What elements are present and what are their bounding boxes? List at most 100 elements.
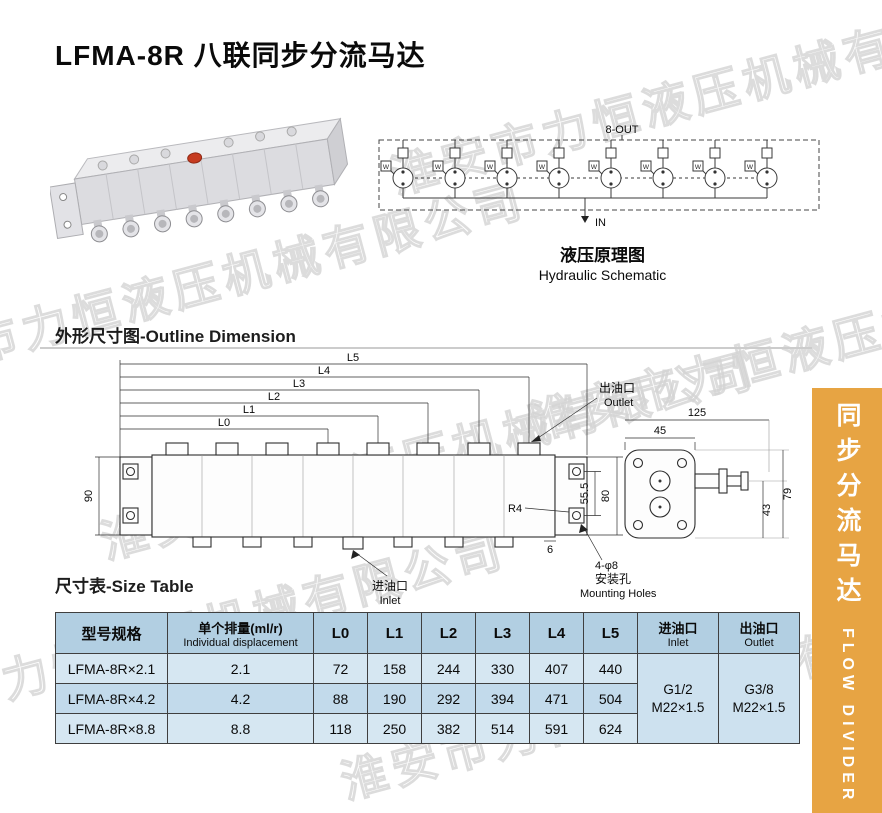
dim-l4-label: L4	[318, 365, 330, 377]
dim-55-5-label: 55.5	[579, 483, 591, 504]
schematic-out-label: 8-OUT	[606, 124, 639, 136]
dim-r4-label: R4	[508, 503, 522, 515]
l0-cell: 118	[313, 713, 368, 744]
dim-l2-label: L2	[268, 391, 280, 403]
col-header-l2: L2	[421, 612, 476, 654]
l2-cell: 292	[421, 683, 476, 714]
length-dimensions: L5 L4 L3 L2 L1 L0	[119, 352, 588, 457]
outlet-nut: M22×1.5	[732, 699, 786, 715]
outlet-label-cn: 出油口	[599, 381, 635, 395]
motor-unit: W	[536, 140, 570, 198]
dim-6-label: 6	[547, 544, 553, 556]
motor-unit: W	[744, 140, 778, 198]
hydraulic-schematic: 8-OUT W W W W	[378, 124, 820, 229]
height-dimension: 90	[83, 456, 120, 536]
outlet-label-en: Outlet	[604, 397, 633, 409]
size-table: 型号规格 单个排量(ml/r) Individual displacement …	[55, 612, 800, 744]
l3-cell: 514	[475, 713, 530, 744]
table-row: LFMA-8R×2.1 2.1 72 158 244 330 407 440 G…	[55, 653, 800, 744]
drain-label: W	[435, 164, 442, 171]
side-view: 45 125 43 79	[624, 407, 794, 539]
mounting-spec-label: 4-φ8	[595, 560, 618, 572]
mounting-label-en: Mounting Holes	[580, 588, 657, 600]
drain-label: W	[487, 164, 494, 171]
l2-cell: 382	[421, 713, 476, 744]
dim-l1-label: L1	[243, 404, 255, 416]
mounting-label-cn: 安装孔	[595, 571, 631, 586]
col-header-inlet: 进油口 Inlet	[637, 612, 719, 654]
inlet-label-cn: 进油口	[372, 579, 408, 593]
sidebar-text-cn: 同步分流马达	[833, 402, 861, 612]
size-table-heading: 尺寸表-Size Table	[55, 577, 194, 596]
motor-unit: W	[380, 140, 414, 198]
dim-90-label: 90	[83, 490, 95, 502]
l1-cell: 158	[367, 653, 422, 684]
drain-label: W	[539, 164, 546, 171]
dim-l0-label: L0	[218, 417, 230, 429]
outline-dimension-drawing: L5 L4 L3 L2 L1 L0	[83, 352, 794, 607]
inlet-callout: 进油口 Inlet	[351, 550, 408, 607]
red-cap	[187, 152, 203, 164]
l2-cell: 244	[421, 653, 476, 684]
col-header-displacement: 单个排量(ml/r) Individual displacement	[167, 612, 314, 654]
outlet-header-en: Outlet	[744, 636, 774, 649]
l0-cell: 88	[313, 683, 368, 714]
inlet-header-en: Inlet	[667, 636, 689, 649]
col-header-l5: L5	[583, 612, 638, 654]
schematic-in-label: IN	[595, 217, 606, 229]
col-header-model: 型号规格	[55, 612, 168, 654]
dim-79-label: 79	[782, 488, 794, 500]
col-header-l4: L4	[529, 612, 584, 654]
l5-cell: 504	[583, 683, 638, 714]
motor-unit: W	[640, 140, 674, 198]
l4-cell: 407	[529, 653, 584, 684]
manifold-body-illustration	[50, 117, 349, 243]
dim-l3-label: L3	[293, 378, 305, 390]
dim-80-label: 80	[600, 490, 612, 502]
sidebar-text-en: FLOW DIVIDER	[839, 628, 856, 805]
inlet-label-en: Inlet	[380, 595, 401, 607]
dim-43-label: 43	[761, 504, 773, 516]
sidebar-banner: 同步分流马达 FLOW DIVIDER	[812, 388, 882, 813]
displacement-cell: 4.2	[167, 683, 314, 714]
motor-unit: W	[588, 140, 622, 198]
model-cell: LFMA-8R×2.1	[55, 653, 168, 684]
l0-cell: 72	[313, 653, 368, 684]
model-cell: LFMA-8R×8.8	[55, 713, 168, 744]
motor-unit: W	[484, 140, 518, 198]
displacement-cell: 2.1	[167, 653, 314, 684]
page-title: LFMA-8R 八联同步分流马达	[55, 40, 426, 71]
l3-cell: 394	[475, 683, 530, 714]
l1-cell: 250	[367, 713, 422, 744]
outlet-fittings	[90, 184, 330, 243]
l5-cell: 624	[583, 713, 638, 744]
front-view	[119, 442, 588, 550]
outlet-callout: 出油口 Outlet	[531, 381, 635, 442]
table-header-row: 型号规格 单个排量(ml/r) Individual displacement …	[55, 612, 800, 654]
motor-unit: W	[692, 140, 726, 198]
l1-cell: 190	[367, 683, 422, 714]
col-header-outlet: 出油口 Outlet	[718, 612, 800, 654]
l3-cell: 330	[475, 653, 530, 684]
displacement-header-en: Individual displacement	[183, 636, 298, 649]
mounting-holes-callout: 4-φ8 安装孔 Mounting Holes	[579, 524, 657, 600]
section-divider	[40, 347, 812, 349]
schematic-border	[378, 139, 820, 211]
schematic-caption: 液压原理图 Hydraulic Schematic	[470, 241, 735, 283]
inlet-header-cn: 进油口	[658, 620, 698, 636]
model-cell: LFMA-8R×4.2	[55, 683, 168, 714]
drain-label: W	[643, 164, 650, 171]
l4-cell: 471	[529, 683, 584, 714]
drain-label: W	[383, 164, 390, 171]
inlet-port	[342, 536, 364, 550]
inlet-nut: M22×1.5	[651, 699, 705, 715]
outlet-value-cell: G3/8 M22×1.5	[718, 653, 800, 744]
drain-label: W	[695, 164, 702, 171]
drain-label: W	[591, 164, 598, 171]
bracket-dimensions: 55.5 80 R4 6	[508, 456, 623, 556]
col-header-l3: L3	[475, 612, 530, 654]
table-row: LFMA-8R×8.8 8.8 118 250 382 514 591 624	[55, 713, 800, 744]
outline-heading: 外形尺寸图-Outline Dimension	[55, 327, 296, 346]
motor-unit: W	[432, 140, 466, 198]
